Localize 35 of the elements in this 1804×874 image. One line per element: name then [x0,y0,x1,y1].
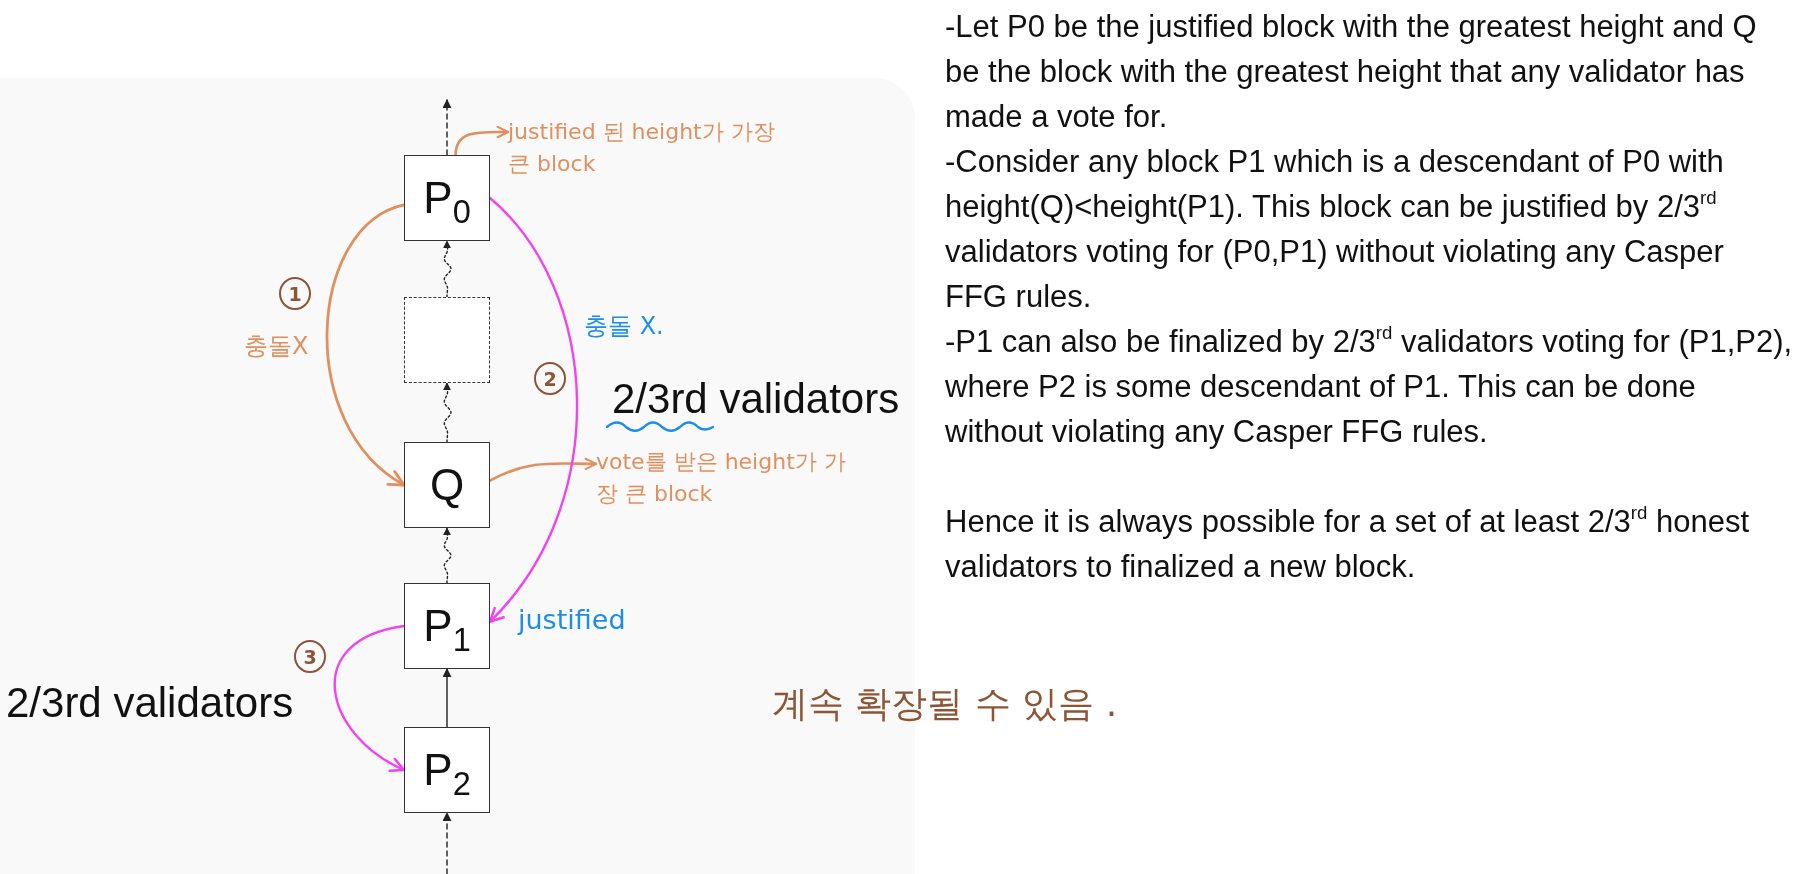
curved-arrow [325,203,406,487]
edge-label: 2/3rd validators [6,682,294,724]
block-label: P$_{2}$ [423,745,471,795]
handwritten-note: 충돌 X. [584,311,664,342]
placeholder-block-box [404,297,490,383]
wavy-arrow [443,240,452,298]
wavy-arrow [443,527,452,584]
callout-number: 2 [534,362,566,395]
description-text: -Consider any block P1 which is a descendant of P0 with height(Q)<height(P1). This block can be justified by 2/3$^{rd}$ validators voting for (P0,P1) without violating any Casper FFG rules. [945,143,1725,316]
annotation-text: justified 된 height가 가장 큰 block [508,118,776,178]
block-box [404,727,490,813]
arrow [442,812,452,874]
callout-number: 1 [279,277,311,310]
annotation-text: vote를 받은 height가 가장 큰 block [596,448,847,508]
annotation-text: justified [518,603,626,637]
curved-arrow [488,196,579,623]
arrow [442,668,452,728]
handwritten-note: 계속 확장될 수 있음 . [772,682,1118,726]
description-text: Hence it is always possible for a set of at least 2/3$^{rd}$ honest validators to finalized a new block. [945,500,1751,586]
callout-number: 3 [294,640,326,673]
block-label: P$_{1}$ [423,601,471,651]
curved-arrow [333,624,406,772]
description-text: -P1 can also be finalized by 2/3$^{rd}$ validators voting for (P1,P2), where P2 is some descendant of P1. This can be done without violating any Casper FFG rules. [945,320,1793,451]
block-box [404,442,490,528]
arrow [442,99,452,156]
block-label: Q [429,460,465,510]
block-label: P$_{0}$ [423,173,471,223]
handwritten-note: 충돌X [244,331,309,362]
description-text: -Let P0 be the justified block with the greatest height and Q be the block with the greatest height that any validator has made a vote for. [945,8,1758,136]
block-box [404,583,490,669]
wavy-arrow [443,382,452,443]
leader-arrow [454,125,510,157]
block-box [404,155,490,241]
leader-arrow [488,457,598,482]
edge-label: 2/3rd validators [612,378,900,420]
